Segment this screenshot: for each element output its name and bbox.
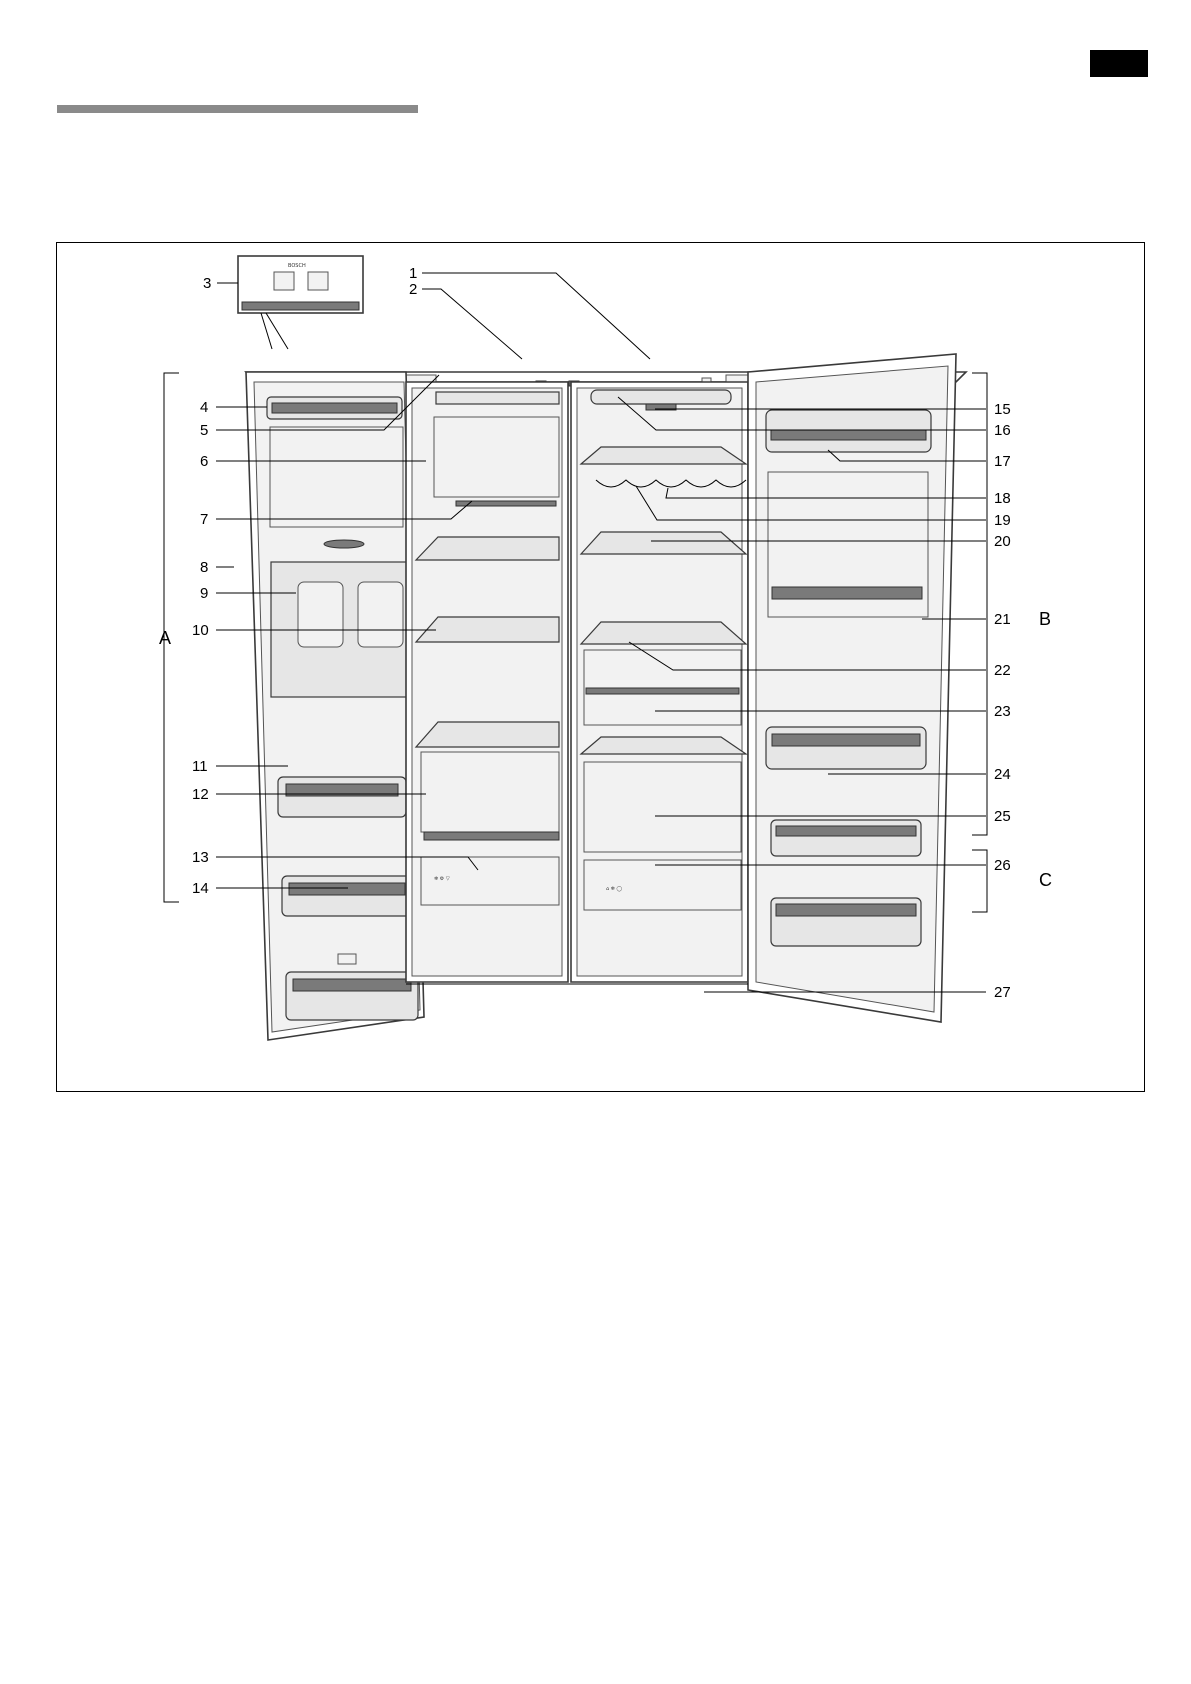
leader-line-2 xyxy=(422,289,522,359)
fridge-compartment: ⌂ ❄ ◯ xyxy=(571,382,748,982)
callout-5: 5 xyxy=(200,422,208,439)
callout-14: 14 xyxy=(192,880,209,897)
freezer-door xyxy=(246,372,424,1040)
callout-15: 15 xyxy=(994,401,1011,418)
language-tab xyxy=(1090,50,1148,77)
callout-11: 11 xyxy=(192,758,208,775)
svg-text:❄ ⚙ ▽: ❄ ⚙ ▽ xyxy=(434,876,450,882)
callout-10: 10 xyxy=(192,622,209,639)
bracket-b xyxy=(972,373,987,835)
callout-17: 17 xyxy=(994,453,1011,470)
callout-12: 12 xyxy=(192,786,209,803)
callout-27: 27 xyxy=(994,984,1011,1001)
callout-26: 26 xyxy=(994,857,1011,874)
callout-1: 1 xyxy=(409,265,417,282)
group-label-c: C xyxy=(1039,870,1052,890)
svg-text:⌂ ❄ ◯: ⌂ ❄ ◯ xyxy=(606,886,623,892)
group-label-a: A xyxy=(159,628,171,648)
callout-13: 13 xyxy=(192,849,209,866)
fridge-door xyxy=(748,354,956,1022)
callout-4: 4 xyxy=(200,399,208,416)
brand-label: BOSCH xyxy=(288,263,306,269)
group-label-b: B xyxy=(1039,609,1051,629)
callout-16: 16 xyxy=(994,422,1011,439)
callout-19: 19 xyxy=(994,512,1011,529)
callout-22: 22 xyxy=(994,662,1011,679)
callout-9: 9 xyxy=(200,585,208,602)
callout-21: 21 xyxy=(994,611,1011,628)
appliance-drawing: ❄ ⚙ ▽ ⌂ ❄ ◯ xyxy=(238,256,966,1040)
callout-2: 2 xyxy=(409,281,417,298)
callout-23: 23 xyxy=(994,703,1011,720)
fridge-diagram: ❄ ⚙ ▽ ⌂ ❄ ◯ xyxy=(56,242,1145,1092)
control-panel-inset: BOSCH xyxy=(238,256,363,349)
callout-20: 20 xyxy=(994,533,1011,550)
freezer-compartment: ❄ ⚙ ▽ xyxy=(406,382,568,982)
section-header-rule xyxy=(57,105,418,113)
callout-24: 24 xyxy=(994,766,1011,783)
callout-25: 25 xyxy=(994,808,1011,825)
callout-3: 3 xyxy=(203,275,211,292)
callout-8: 8 xyxy=(200,559,208,576)
callout-18: 18 xyxy=(994,490,1011,507)
leader-line-1 xyxy=(422,273,650,359)
bracket-c xyxy=(972,850,987,912)
callout-6: 6 xyxy=(200,453,208,470)
callout-7: 7 xyxy=(200,511,208,528)
